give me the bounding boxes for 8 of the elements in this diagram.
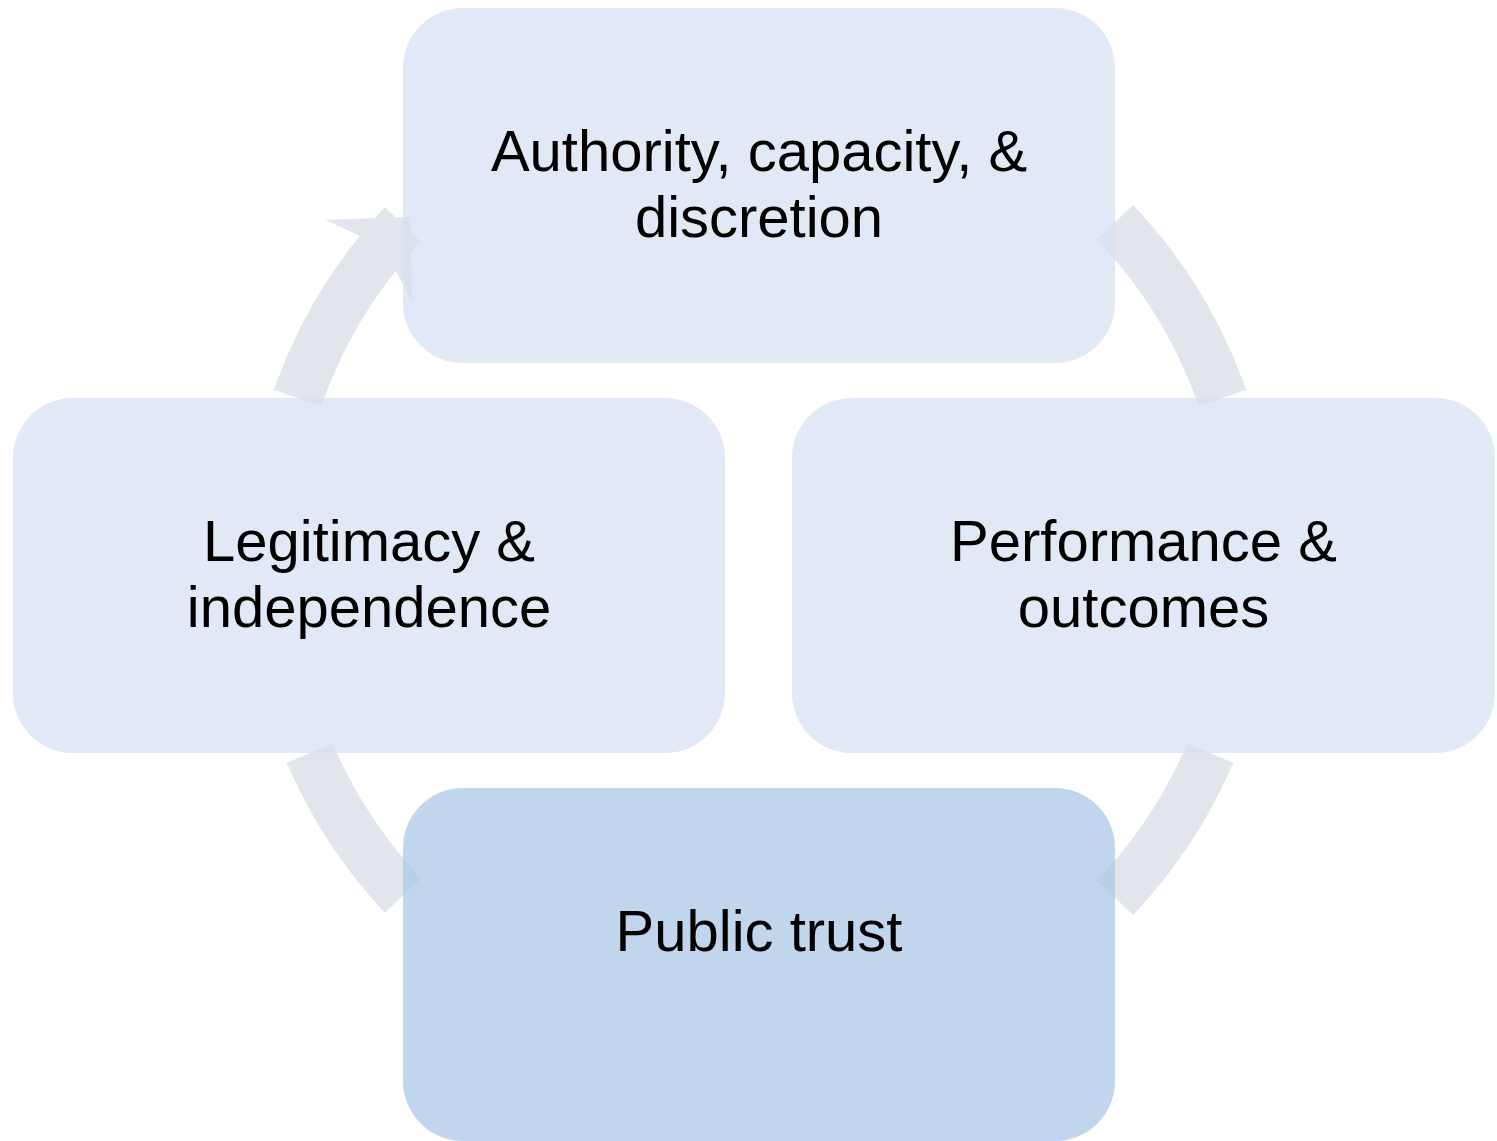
process-box <box>403 8 1115 363</box>
box-label: Public trust <box>615 898 903 965</box>
process-box <box>792 398 1495 753</box>
box-label: Authority, capacity, & discretion <box>489 118 1029 251</box>
box-label: Performance & outcomes <box>949 508 1338 641</box>
process-box <box>403 788 1115 1141</box>
process-box <box>13 398 725 753</box>
box-label: Legitimacy & independence <box>185 508 553 641</box>
